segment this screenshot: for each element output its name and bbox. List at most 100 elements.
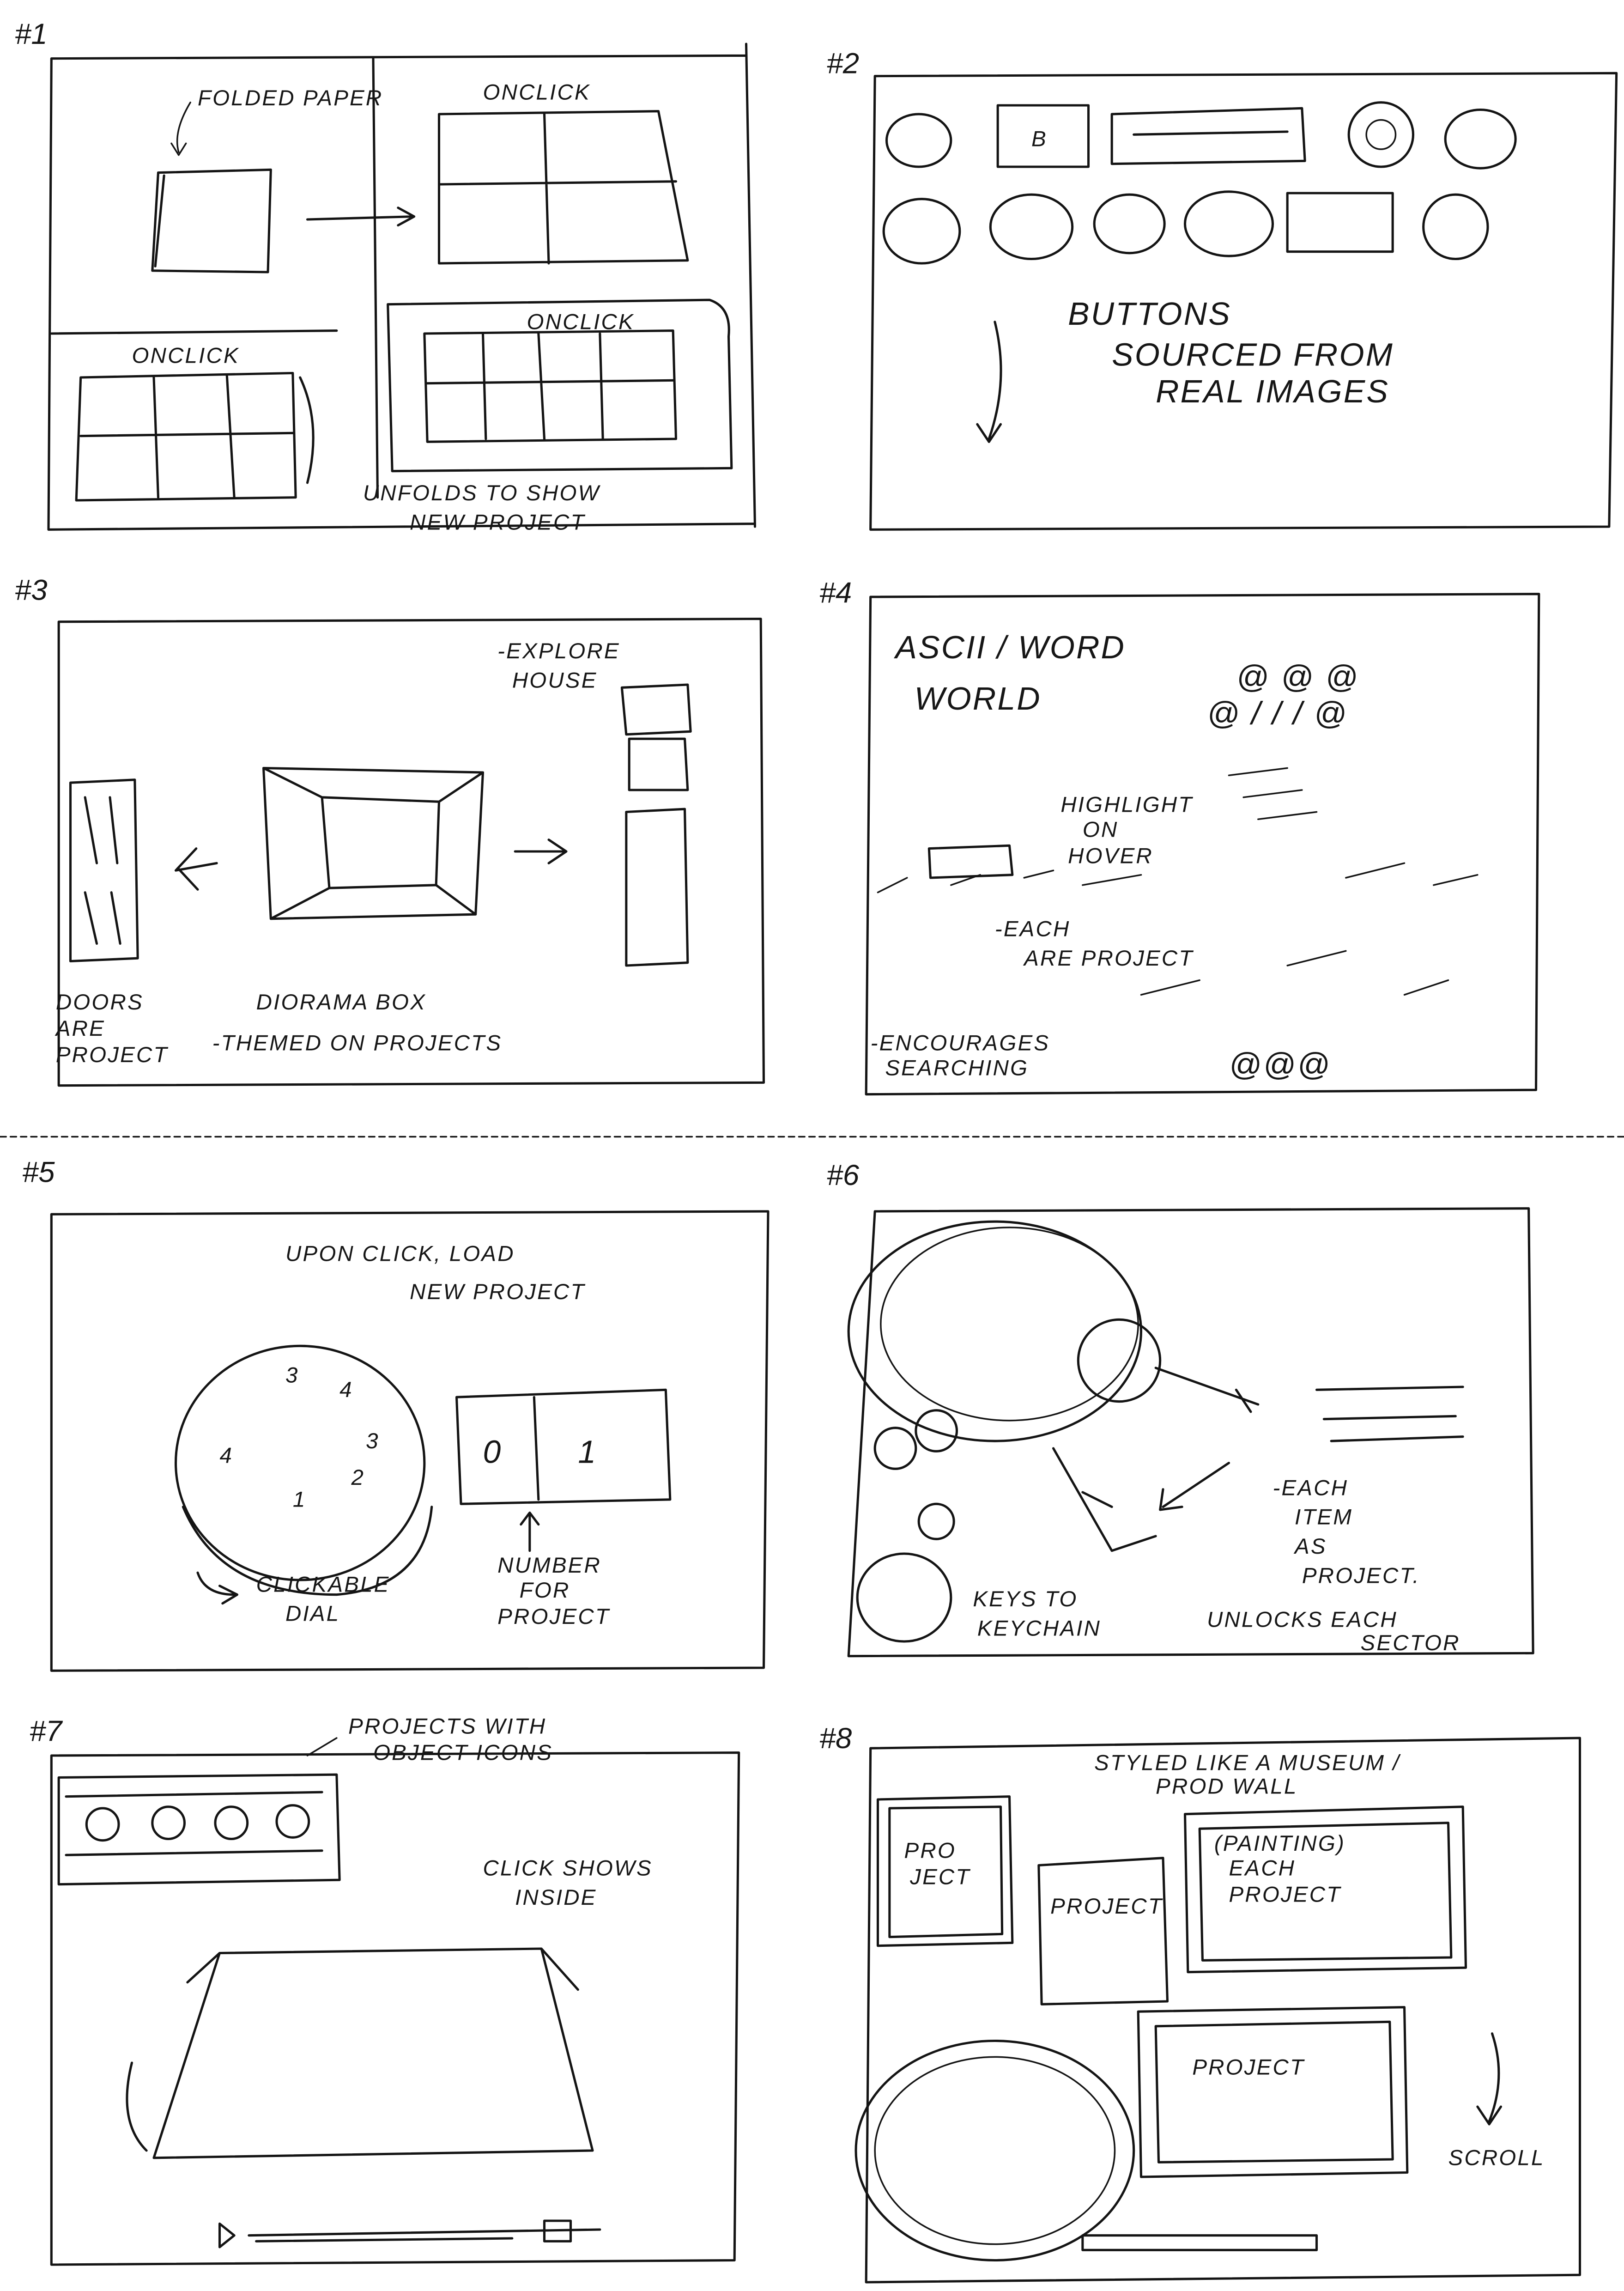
scrollbar-sketch xyxy=(248,2228,601,2242)
text-lines-sketch xyxy=(1315,1386,1464,1442)
key-blade xyxy=(1154,1367,1260,1413)
arrow-left-icon xyxy=(174,847,218,891)
svg-text:#6: #6 xyxy=(827,1159,860,1191)
svg-text:ONCLICK: ONCLICK xyxy=(132,343,240,368)
panel-frame xyxy=(865,593,1540,1096)
svg-text:WORLD: WORLD xyxy=(915,681,1042,717)
svg-text:SCROLL: SCROLL xyxy=(1448,2146,1545,2170)
ascii-word-field xyxy=(877,767,1479,996)
svg-text:SECTOR: SECTOR xyxy=(1360,1631,1460,1655)
svg-text:1: 1 xyxy=(293,1488,307,1512)
panel-4: #4 ASCII / WORD WORLD @ @ @ @ / / / @ HI… xyxy=(819,577,1540,1096)
svg-text:PROJECT: PROJECT xyxy=(497,1604,610,1629)
arrow-right-icon xyxy=(514,839,568,864)
panel-divider xyxy=(50,57,379,499)
svg-text:DOORS: DOORS xyxy=(56,990,144,1015)
svg-text:KEYS TO: KEYS TO xyxy=(973,1587,1078,1611)
doors-sketch xyxy=(69,778,139,963)
svg-text:-EACH: -EACH xyxy=(995,917,1071,942)
svg-text:#3: #3 xyxy=(15,574,47,606)
svg-text:SEARCHING: SEARCHING xyxy=(885,1056,1029,1081)
svg-text:PROJECT: PROJECT xyxy=(1229,1883,1341,1907)
svg-text:BUTTONS: BUTTONS xyxy=(1068,296,1231,332)
svg-text:#4: #4 xyxy=(819,577,852,609)
svg-text:PRO: PRO xyxy=(904,1839,956,1863)
arrow-up-icon xyxy=(520,1511,540,1552)
panel-frame xyxy=(869,72,1618,531)
svg-text:DIORAMA BOX: DIORAMA BOX xyxy=(256,990,426,1015)
svg-text:CLICKABLE: CLICKABLE xyxy=(256,1572,390,1597)
svg-text:REAL IMAGES: REAL IMAGES xyxy=(1156,373,1389,409)
slider-button-sketch xyxy=(1110,107,1306,165)
svg-text:PROJECT: PROJECT xyxy=(1050,1894,1163,1919)
svg-text:#2: #2 xyxy=(827,47,859,79)
svg-text:B: B xyxy=(1031,127,1048,152)
svg-text:PROJECT: PROJECT xyxy=(1192,2055,1305,2079)
panel-1: #1 FOLDED PAPER ONCLICK ONCLICK ONCLICK … xyxy=(15,18,757,535)
panel-3: #3 -EXPLORE HOUSE DOORS ARE PROJECT DIOR… xyxy=(15,574,765,1087)
scrollbar-sketch[interactable] xyxy=(1081,2234,1318,2251)
svg-text:STYLED LIKE A MUSEUM /: STYLED LIKE A MUSEUM / xyxy=(1094,1751,1401,1775)
dial-base xyxy=(182,1506,433,1596)
svg-text:DIAL: DIAL xyxy=(285,1602,340,1626)
clickable-dial-sketch xyxy=(174,1344,426,1581)
panel-number: #1 xyxy=(15,18,47,50)
svg-text:-EXPLORE: -EXPLORE xyxy=(497,639,620,663)
arrow-icon xyxy=(170,101,191,156)
svg-text:2: 2 xyxy=(351,1465,365,1490)
arrow-down-icon xyxy=(1476,2032,1503,2126)
svg-text:ASCII / WORD: ASCII / WORD xyxy=(893,629,1126,665)
diorama-box-sketch xyxy=(262,766,485,920)
svg-text:ITEM: ITEM xyxy=(1295,1505,1353,1530)
svg-text:NEW PROJECT: NEW PROJECT xyxy=(410,1280,586,1304)
svg-text:ON: ON xyxy=(1083,817,1119,842)
svg-text:3: 3 xyxy=(285,1363,299,1388)
arrow-icon xyxy=(196,1571,239,1605)
svg-text:PROD WALL: PROD WALL xyxy=(1156,1774,1297,1799)
svg-text:0: 0 xyxy=(483,1434,503,1470)
svg-text:NEW PROJECT: NEW PROJECT xyxy=(410,510,586,535)
open-box-sketch xyxy=(126,1947,594,2159)
arrow-icon xyxy=(976,321,1002,443)
panel-frame xyxy=(50,1210,770,1672)
svg-text:UNLOCKS EACH: UNLOCKS EACH xyxy=(1207,1607,1398,1632)
painting-frame xyxy=(876,1795,1014,1947)
folded-paper-sketch xyxy=(151,168,272,273)
svg-text:NUMBER: NUMBER xyxy=(497,1553,601,1578)
svg-text:PROJECTS WITH: PROJECTS WITH xyxy=(348,1714,546,1739)
svg-text:@ @ @: @ @ @ xyxy=(1236,658,1359,694)
svg-text:#7: #7 xyxy=(30,1715,63,1747)
svg-text:OBJECT ICONS: OBJECT ICONS xyxy=(373,1741,553,1765)
svg-text:4: 4 xyxy=(339,1378,353,1402)
panel-6: #6 -EACH ITEM AS PROJECT. KEYS TO KEYCHA… xyxy=(827,1159,1534,1658)
oval-painting-frame xyxy=(854,2039,1135,2262)
arrow-icon xyxy=(306,207,416,227)
key-sketch xyxy=(1052,1447,1157,1552)
unfolded-grid-6 xyxy=(75,371,315,502)
panel-frame xyxy=(847,1207,1534,1658)
svg-text:KEYCHAIN: KEYCHAIN xyxy=(977,1616,1101,1641)
svg-text:AS: AS xyxy=(1293,1534,1327,1559)
panel-frame xyxy=(50,1751,740,2266)
panel-5: #5 UPON CLICK, LOAD NEW PROJECT 34 32 41… xyxy=(22,1156,770,1672)
panel-frame xyxy=(57,617,765,1087)
painting-frame xyxy=(1037,1857,1169,2005)
svg-text:-THEMED ON PROJECTS: -THEMED ON PROJECTS xyxy=(212,1031,503,1056)
svg-text:SOURCED FROM: SOURCED FROM xyxy=(1112,337,1394,373)
round-button-sketch xyxy=(1347,101,1415,168)
svg-text:PROJECT: PROJECT xyxy=(56,1043,169,1067)
painting-frame xyxy=(1183,1805,1467,1974)
painting-frame xyxy=(1137,2006,1409,2178)
svg-text:(PAINTING): (PAINTING) xyxy=(1214,1831,1345,1856)
number-counter-sketch xyxy=(455,1388,672,1505)
svg-text:ONCLICK: ONCLICK xyxy=(483,80,591,104)
svg-text:@@@: @@@ xyxy=(1229,1046,1331,1082)
svg-text:EACH: EACH xyxy=(1229,1856,1296,1881)
panel-7: #7 PROJECTS WITH OBJECT ICONS CLICK SHOW… xyxy=(30,1714,740,2266)
unfolded-grid-8 xyxy=(387,298,733,473)
svg-text:#5: #5 xyxy=(22,1156,55,1189)
svg-text:UNFOLDS TO SHOW: UNFOLDS TO SHOW xyxy=(363,481,601,505)
square-button-sketch xyxy=(996,104,1090,168)
svg-text:HOVER: HOVER xyxy=(1068,844,1153,868)
round-button-sketch xyxy=(885,113,952,168)
